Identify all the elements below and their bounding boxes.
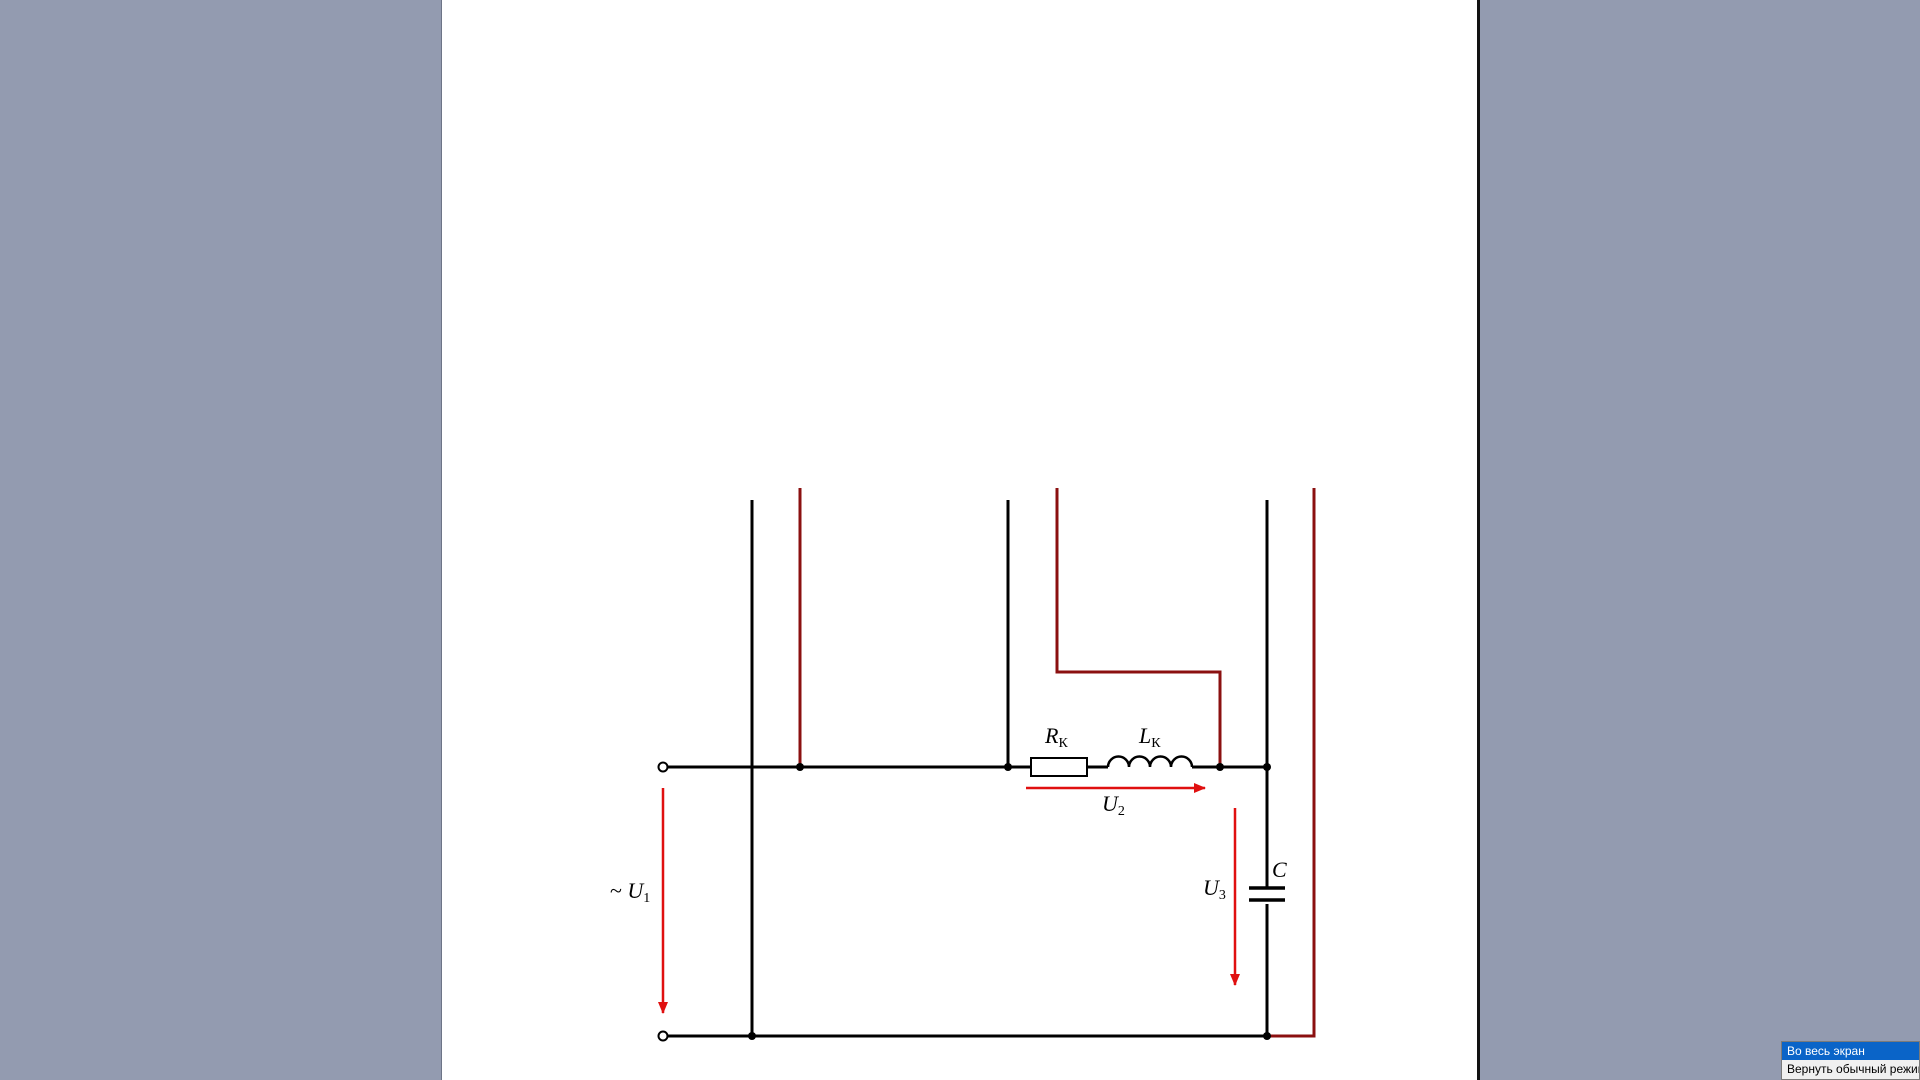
canvas-left-border: [441, 0, 442, 1080]
label-u3: U3: [1203, 875, 1226, 903]
label-rk: RК: [1044, 723, 1068, 751]
v2-probe-lead: [1055, 488, 1222, 767]
label-u1: ~ U1: [610, 878, 650, 906]
context-menu: Во весь экран Вернуть обычный режим: [1781, 1041, 1920, 1080]
junction-dots: [748, 763, 1271, 1040]
junction-dot: [1004, 763, 1012, 771]
input-terminal-bottom: [657, 1030, 669, 1042]
v3-probe-lead: [1267, 488, 1316, 1038]
canvas-right-border: [1477, 0, 1480, 1080]
menu-item-restore-normal[interactable]: Вернуть обычный режим: [1787, 1062, 1919, 1076]
slide-canvas: [442, 0, 1479, 1080]
label-c: C: [1272, 857, 1287, 882]
junction-dot: [1263, 763, 1271, 771]
label-lk: LК: [1138, 723, 1161, 751]
junction-dot: [796, 763, 804, 771]
junction-dot: [748, 1032, 756, 1040]
wires: [667, 488, 1316, 1038]
capacitor-c: [1249, 885, 1285, 902]
label-u2: U2: [1102, 791, 1125, 819]
junction-dot: [1263, 1032, 1271, 1040]
input-terminal-top: [657, 761, 669, 773]
inductor-lk: [1106, 755, 1194, 768]
resistor-rk: [1030, 757, 1088, 777]
menu-item-fullscreen[interactable]: Во весь экран: [1782, 1042, 1919, 1060]
junction-dot: [1216, 763, 1224, 771]
